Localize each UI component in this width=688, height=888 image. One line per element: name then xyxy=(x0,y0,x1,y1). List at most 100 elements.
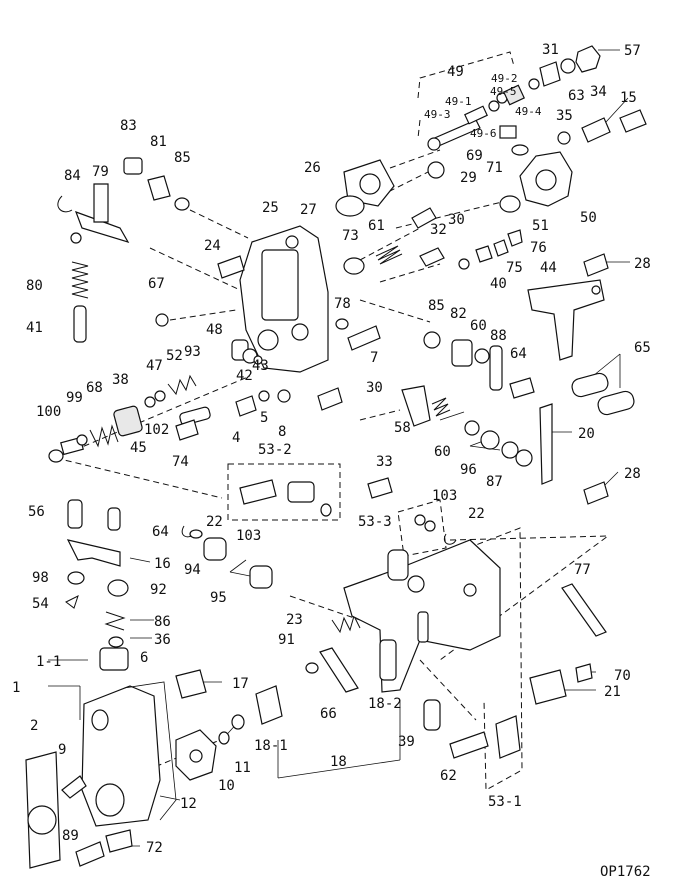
part-53-1 xyxy=(495,715,521,759)
label-49-1: 49-1 xyxy=(445,95,472,108)
label-22-left: 22 xyxy=(206,514,223,530)
label-85-lower: 85 xyxy=(428,298,445,314)
label-54: 54 xyxy=(32,596,49,612)
part-83-81-85 xyxy=(123,157,190,211)
label-81: 81 xyxy=(150,134,167,150)
label-64-lower: 64 xyxy=(152,524,169,540)
label-53-3: 53-3 xyxy=(358,514,392,530)
label-45: 45 xyxy=(130,440,147,456)
label-10: 10 xyxy=(218,778,235,794)
label-20: 20 xyxy=(578,426,595,442)
part-50-housing xyxy=(499,151,573,213)
label-94: 94 xyxy=(184,562,201,578)
label-12: 12 xyxy=(180,796,197,812)
part-53-3-103-22 xyxy=(387,514,457,581)
label-71: 71 xyxy=(486,160,503,176)
group-brackets xyxy=(55,51,610,791)
label-30-upper: 30 xyxy=(448,212,465,228)
label-44: 44 xyxy=(540,260,557,276)
label-56: 56 xyxy=(28,504,45,520)
part-34-15-35 xyxy=(557,109,647,145)
label-68: 68 xyxy=(86,380,103,396)
label-70: 70 xyxy=(614,668,631,684)
label-85-upper: 85 xyxy=(174,150,191,166)
label-1: 1 xyxy=(12,680,20,696)
label-18: 18 xyxy=(330,754,347,770)
label-63: 63 xyxy=(568,88,585,104)
part-10 xyxy=(218,731,230,745)
label-76: 76 xyxy=(530,240,547,256)
part-28-upper xyxy=(583,253,609,277)
label-35: 35 xyxy=(556,108,573,124)
label-80: 80 xyxy=(26,278,43,294)
bracket-49 xyxy=(417,51,515,99)
label-53-2: 53-2 xyxy=(258,442,292,458)
label-29: 29 xyxy=(460,170,477,186)
label-1-1: 1-1 xyxy=(36,654,61,670)
label-39: 39 xyxy=(398,734,415,750)
part-18-1 xyxy=(255,685,283,725)
label-49-5: 49-5 xyxy=(490,85,517,98)
part-74-4-5-8 xyxy=(175,389,291,441)
label-58: 58 xyxy=(394,420,411,436)
label-8: 8 xyxy=(278,424,286,440)
part-73-61-30-32 xyxy=(343,207,445,275)
label-21: 21 xyxy=(604,684,621,700)
part-70 xyxy=(575,663,593,683)
label-49: 49 xyxy=(447,64,464,80)
part-94-95 xyxy=(203,537,273,589)
label-28-lower: 28 xyxy=(624,466,641,482)
part-26-27 xyxy=(335,159,445,217)
label-41: 41 xyxy=(26,320,43,336)
label-52: 52 xyxy=(166,348,183,364)
part-17 xyxy=(175,669,207,699)
part-28-lower xyxy=(583,481,609,505)
label-17: 17 xyxy=(232,676,249,692)
part-1-pump-body xyxy=(25,647,161,869)
box-53-2 xyxy=(227,463,341,521)
part-21 xyxy=(529,669,567,705)
label-9: 9 xyxy=(58,742,66,758)
label-89: 89 xyxy=(62,828,79,844)
part-33 xyxy=(367,477,393,499)
label-83: 83 xyxy=(120,118,137,134)
label-79: 79 xyxy=(92,164,109,180)
part-56-64-22-103 xyxy=(67,499,203,539)
part-left-shaft-stack xyxy=(48,374,211,463)
label-22-right: 22 xyxy=(468,506,485,522)
label-96: 96 xyxy=(460,462,477,478)
label-18-2: 18-2 xyxy=(368,696,402,712)
label-11: 11 xyxy=(234,760,251,776)
label-75: 75 xyxy=(506,260,523,276)
part-20 xyxy=(539,403,553,485)
label-43: 43 xyxy=(252,358,269,374)
label-28-upper: 28 xyxy=(634,256,651,272)
label-5: 5 xyxy=(260,410,268,426)
label-78: 78 xyxy=(334,296,351,312)
part-30-lower xyxy=(317,387,343,411)
part-72 xyxy=(105,829,133,853)
label-64-upper: 64 xyxy=(510,346,527,362)
part-number-labels: 49 49-2 49-5 49-1 49-4 49-3 49-6 31 57 6… xyxy=(12,42,651,880)
part-11 xyxy=(231,714,245,730)
label-16: 16 xyxy=(154,556,171,572)
part-78 xyxy=(335,318,349,330)
label-49-3: 49-3 xyxy=(424,108,451,121)
label-98: 98 xyxy=(32,570,49,586)
label-100: 100 xyxy=(36,404,61,420)
label-60-lower: 60 xyxy=(434,444,451,460)
label-49-4: 49-4 xyxy=(515,105,542,118)
label-88: 88 xyxy=(490,328,507,344)
label-51: 51 xyxy=(532,218,549,234)
label-87: 87 xyxy=(486,474,503,490)
label-48: 48 xyxy=(206,322,223,338)
part-54 xyxy=(65,595,79,609)
part-49-assembly xyxy=(427,84,529,156)
label-49-6: 49-6 xyxy=(470,127,497,140)
label-30-lower: 30 xyxy=(366,380,383,396)
label-15: 15 xyxy=(620,90,637,106)
label-25: 25 xyxy=(262,200,279,216)
label-74: 74 xyxy=(172,454,189,470)
part-65-bushings xyxy=(571,372,635,416)
